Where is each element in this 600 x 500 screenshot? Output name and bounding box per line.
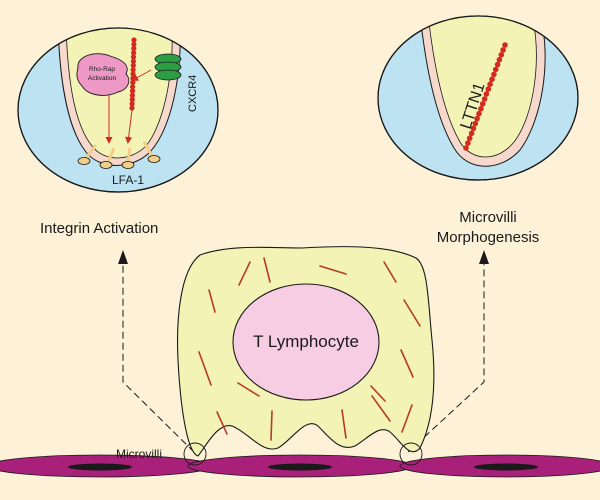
microvilli-label: Microvilli: [116, 447, 162, 461]
microvillus-cytoplasm: [427, 16, 537, 158]
cytoskeletal-filaments: [198, 257, 421, 441]
filament-bead: [131, 41, 137, 47]
cxcr4-receptor: [154, 53, 182, 81]
filament-bead: [481, 96, 488, 102]
filament-bead: [130, 84, 136, 90]
rho-rap-label-line2: Activation: [88, 75, 117, 82]
t-lymphocyte-label: T Lymphocyte: [253, 332, 359, 351]
microvilli-morphogenesis-label-line2: Morphogenesis: [437, 229, 540, 246]
filament-bead: [474, 115, 480, 122]
filament-bead: [131, 45, 137, 52]
filament-bead: [489, 76, 495, 83]
filament-bead: [465, 140, 471, 146]
connector-arrows: [122, 264, 485, 453]
lfa1-integrins: [77, 141, 161, 169]
microvillus-contact-right: [399, 442, 423, 466]
rho-rap-complex: [76, 53, 130, 96]
filament-bead: [130, 54, 137, 60]
filament-bead: [130, 79, 136, 86]
integrin-activation-label: Integrin Activation: [40, 220, 158, 237]
left-dashed-arrow: [122, 264, 195, 453]
filament-bead: [483, 91, 490, 97]
endothelial-cells: [0, 454, 600, 478]
filament-to-integrin-arrow: [125, 109, 133, 144]
filament-bead: [130, 67, 136, 73]
lttn1-filament: [463, 42, 508, 151]
filament-bead: [129, 101, 135, 107]
filament-bead: [129, 88, 136, 94]
filament-bead: [130, 58, 136, 64]
filament-bead: [502, 42, 508, 48]
filament-bead: [491, 71, 497, 78]
filament-bead: [492, 66, 499, 73]
filament-bead: [487, 81, 493, 87]
left-arrowhead: [118, 250, 128, 264]
microvillus-contact-left: [183, 442, 207, 466]
filament-bead: [476, 110, 482, 117]
filament-bead: [130, 62, 136, 69]
nucleus: [232, 283, 380, 401]
filament-bead: [466, 135, 473, 141]
filament-bead: [496, 56, 503, 63]
microvilli-morphogenesis-inset: LTTN1: [377, 15, 579, 181]
filament-bead: [131, 37, 137, 43]
rho-rap-label-line1: Rho-Rap: [89, 66, 115, 73]
right-dashed-arrow: [407, 264, 485, 453]
microvilli-morphogenesis-label-line1: Microvilli: [459, 209, 517, 226]
integrin-activation-inset: Rho-Rap Activation CXCR4 LFA-1: [17, 27, 219, 193]
filament-bead: [468, 130, 475, 137]
lfa1-label: LFA-1: [112, 173, 144, 187]
right-arrowhead: [479, 250, 489, 264]
filament-bead: [478, 106, 484, 112]
filament-bead: [470, 125, 477, 132]
filament-bead: [494, 61, 501, 68]
filament-bead: [479, 101, 486, 107]
filament-bead: [500, 47, 506, 53]
cxcr4-label: CXCR4: [187, 75, 199, 112]
filament-bead: [498, 52, 505, 58]
cxcr4-to-rho-arrow: [131, 69, 152, 81]
filament-bead: [131, 50, 137, 56]
filament-bead: [129, 105, 135, 111]
filament-bead: [129, 92, 135, 98]
filament-bead: [472, 120, 479, 127]
filament-bead: [485, 86, 492, 92]
filament-bead: [129, 96, 135, 103]
filament-bead: [463, 145, 469, 151]
